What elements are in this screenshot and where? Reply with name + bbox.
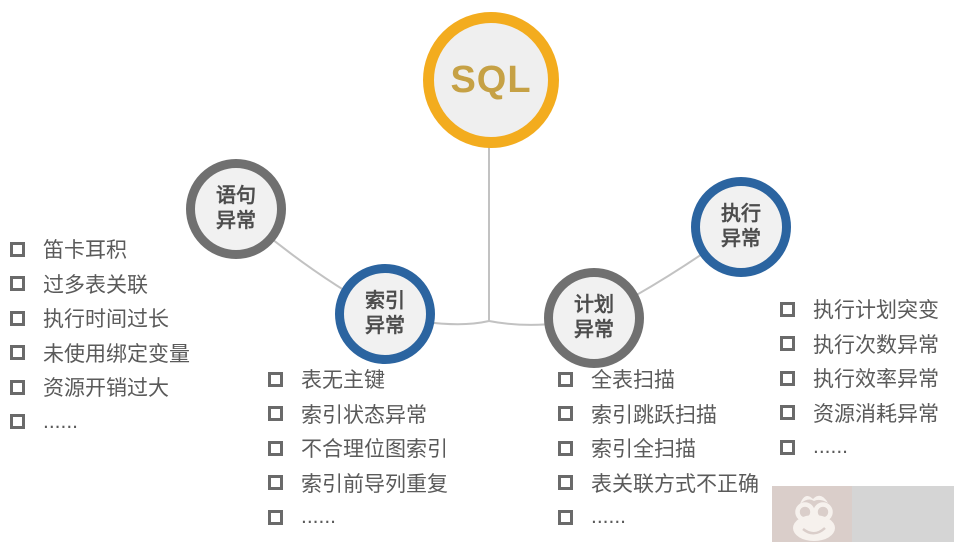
list-item-text: 执行计划突变	[813, 299, 939, 323]
square-bullet-icon	[10, 241, 25, 257]
node-statement-anomaly: 语句 异常	[186, 159, 286, 259]
list-item: 索引跳跃扫描	[558, 397, 759, 432]
square-bullet-icon	[268, 406, 283, 422]
list-item-text: 执行效率异常	[813, 368, 939, 392]
square-bullet-icon	[10, 345, 25, 361]
list-item-text: 资源消耗异常	[813, 402, 939, 426]
list-item-text: 索引前导列重复	[301, 472, 448, 496]
square-bullet-icon	[10, 414, 25, 430]
list-item: 全表扫描	[558, 362, 759, 397]
list-item-text: 表关联方式不正确	[591, 472, 759, 496]
node-execution-label: 执行 异常	[721, 203, 761, 250]
list-item: 资源消耗异常	[780, 396, 939, 431]
node-sql-root: SQL	[423, 12, 559, 148]
list-item-text: 笛卡耳积	[43, 239, 127, 263]
list-item-text: 不合理位图索引	[301, 438, 448, 462]
list-item: 索引前导列重复	[268, 466, 448, 501]
square-bullet-icon	[268, 440, 283, 456]
square-bullet-icon	[268, 475, 283, 491]
list-item: 索引状态异常	[268, 397, 448, 432]
list-item: 资源开销过大	[10, 370, 190, 405]
list-item: 不合理位图索引	[268, 431, 448, 466]
square-bullet-icon	[10, 276, 25, 292]
list-item: ......	[558, 500, 759, 535]
list-item-text: 索引状态异常	[301, 403, 427, 427]
index-anomaly-list: 表无主键 索引状态异常 不合理位图索引 索引前导列重复 ......	[268, 362, 448, 535]
list-item-text: 执行时间过长	[43, 308, 169, 332]
list-item: 执行次数异常	[780, 327, 939, 362]
list-item-text: 执行次数异常	[813, 333, 939, 357]
list-item: ......	[10, 405, 190, 440]
list-item-text: ......	[43, 409, 79, 433]
list-item: 未使用绑定变量	[10, 336, 190, 371]
square-bullet-icon	[558, 509, 573, 525]
node-statement-label: 语句 异常	[216, 185, 256, 232]
list-item-text: 过多表关联	[43, 273, 148, 297]
list-item-text: ......	[813, 435, 849, 459]
square-bullet-icon	[780, 439, 795, 455]
list-item-text: 全表扫描	[591, 369, 675, 393]
list-item-text: 未使用绑定变量	[43, 342, 190, 366]
list-item: 执行时间过长	[10, 301, 190, 336]
list-item: 表无主键	[268, 362, 448, 397]
list-item-text: 资源开销过大	[43, 377, 169, 401]
list-item: 表关联方式不正确	[558, 466, 759, 501]
square-bullet-icon	[558, 406, 573, 422]
watermark-badge	[772, 486, 954, 542]
list-item-text: ......	[301, 505, 337, 529]
watermark-text-area	[852, 486, 954, 542]
node-sql-label: SQL	[450, 59, 532, 101]
statement-anomaly-list: 笛卡耳积 过多表关联 执行时间过长 未使用绑定变量 资源开销过大 ......	[10, 232, 190, 439]
node-index-label: 索引 异常	[365, 290, 405, 337]
list-item: 笛卡耳积	[10, 232, 190, 267]
node-plan-label: 计划 异常	[574, 294, 614, 341]
node-plan-anomaly: 计划 异常	[544, 268, 644, 368]
list-item-text: 表无主键	[301, 369, 385, 393]
list-item-text: 索引跳跃扫描	[591, 403, 717, 427]
square-bullet-icon	[780, 336, 795, 352]
execution-anomaly-list: 执行计划突变 执行次数异常 执行效率异常 资源消耗异常 ......	[780, 292, 939, 465]
plan-anomaly-list: 全表扫描 索引跳跃扫描 索引全扫描 表关联方式不正确 ......	[558, 362, 759, 535]
list-item: 执行效率异常	[780, 361, 939, 396]
node-execution-anomaly: 执行 异常	[691, 177, 791, 277]
list-item: 执行计划突变	[780, 292, 939, 327]
list-item: ......	[268, 500, 448, 535]
list-item: 过多表关联	[10, 267, 190, 302]
square-bullet-icon	[10, 310, 25, 326]
square-bullet-icon	[268, 371, 283, 387]
square-bullet-icon	[780, 370, 795, 386]
list-item: 索引全扫描	[558, 431, 759, 466]
square-bullet-icon	[558, 440, 573, 456]
node-index-anomaly: 索引 异常	[335, 264, 435, 364]
square-bullet-icon	[780, 301, 795, 317]
list-item-text: ......	[591, 505, 627, 529]
list-item: ......	[780, 430, 939, 465]
square-bullet-icon	[10, 379, 25, 395]
square-bullet-icon	[558, 475, 573, 491]
list-item-text: 索引全扫描	[591, 438, 696, 462]
square-bullet-icon	[558, 371, 573, 387]
monkey-logo-icon	[772, 486, 852, 542]
square-bullet-icon	[780, 405, 795, 421]
square-bullet-icon	[268, 509, 283, 525]
